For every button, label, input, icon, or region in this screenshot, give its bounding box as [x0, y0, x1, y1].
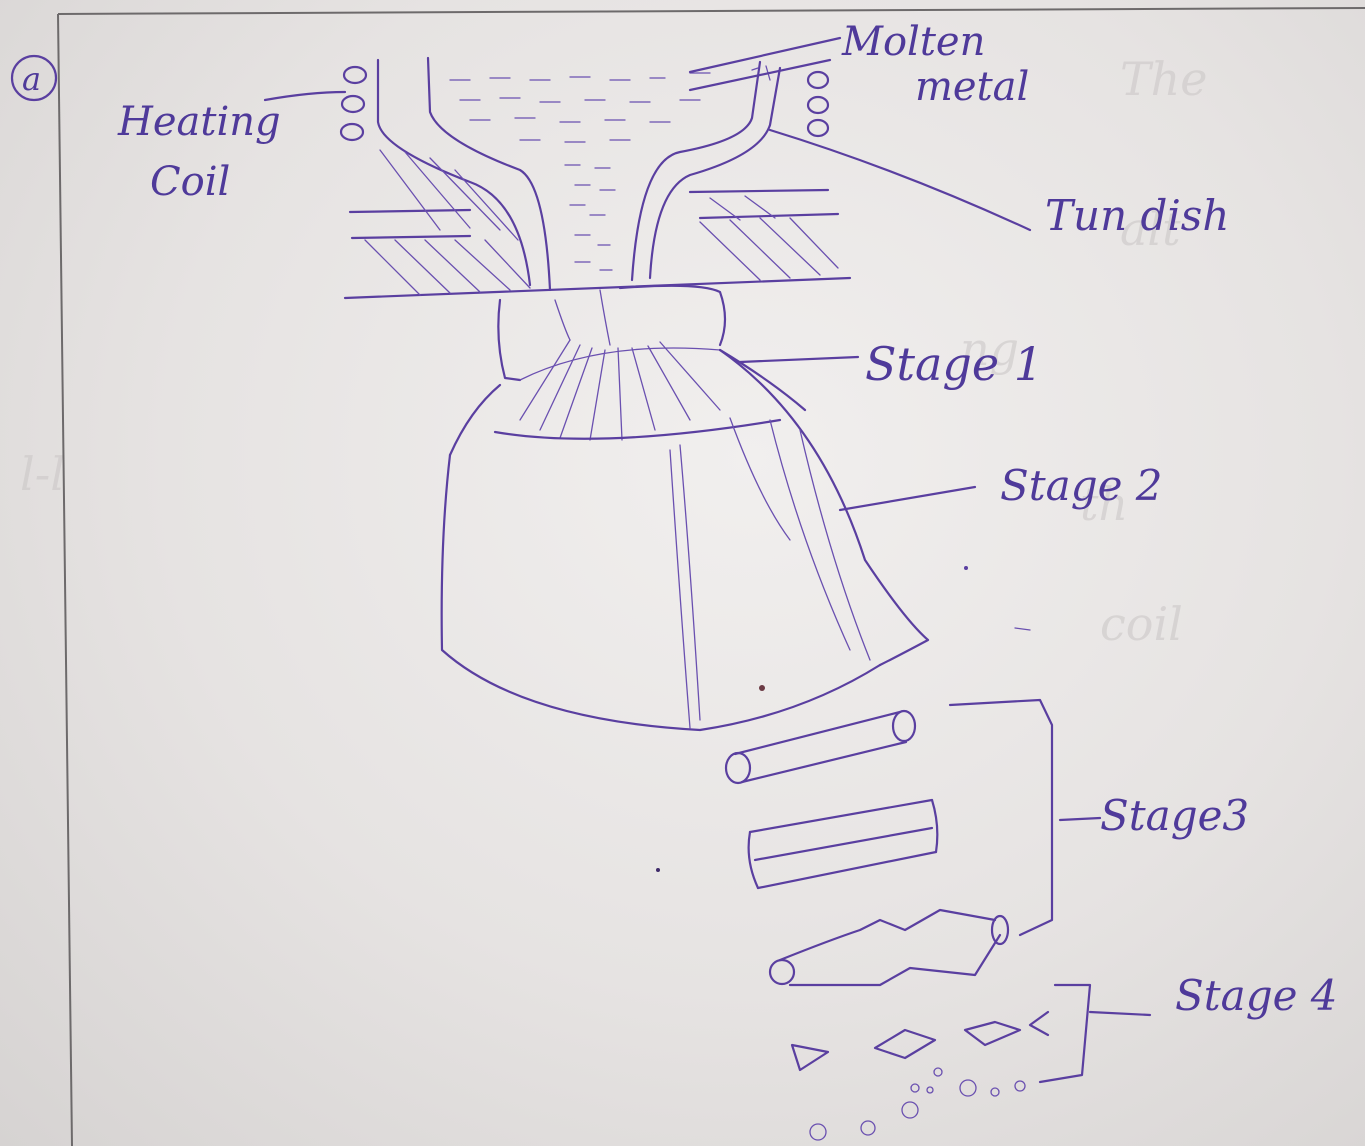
- svg-text:coil: coil: [1100, 597, 1183, 651]
- nozzle-block-left: [345, 150, 850, 298]
- molten-metal-label-line2: metal: [915, 64, 1029, 110]
- label-molten-metal: Molten metal: [841, 19, 1029, 110]
- svg-text:The: The: [1120, 52, 1208, 106]
- question-number: a: [12, 56, 56, 100]
- heating-coil-label-line2: Coil: [150, 159, 230, 205]
- stage1-region: [450, 286, 805, 455]
- stage4-label: Stage 4: [1175, 971, 1338, 1020]
- stage1-label: Stage 1: [865, 337, 1043, 391]
- nozzle-block-right: [690, 190, 838, 280]
- stage3-particles: [726, 711, 1008, 985]
- stage2-label: Stage 2: [1000, 461, 1163, 510]
- molten-metal-label-line1: Molten: [841, 19, 985, 65]
- stray-marks: [656, 566, 1030, 872]
- svg-text:l-l: l-l: [20, 447, 65, 501]
- tundish-label: Tun dish: [1045, 191, 1229, 240]
- page-border: [58, 8, 1365, 1146]
- molten-metal: [450, 73, 710, 270]
- stage4-particles: [792, 1012, 1048, 1140]
- tundish: [378, 58, 780, 290]
- heating-coil-label-line1: Heating: [117, 99, 281, 145]
- question-letter: a: [22, 60, 41, 98]
- stage2-cone: [442, 350, 928, 730]
- label-heating-coil: Heating Coil: [117, 99, 281, 205]
- stage3-label: Stage3: [1100, 791, 1249, 840]
- leader-lines: [265, 38, 1150, 1082]
- heating-coil-left: [341, 67, 366, 140]
- heating-coil-right: [808, 72, 828, 136]
